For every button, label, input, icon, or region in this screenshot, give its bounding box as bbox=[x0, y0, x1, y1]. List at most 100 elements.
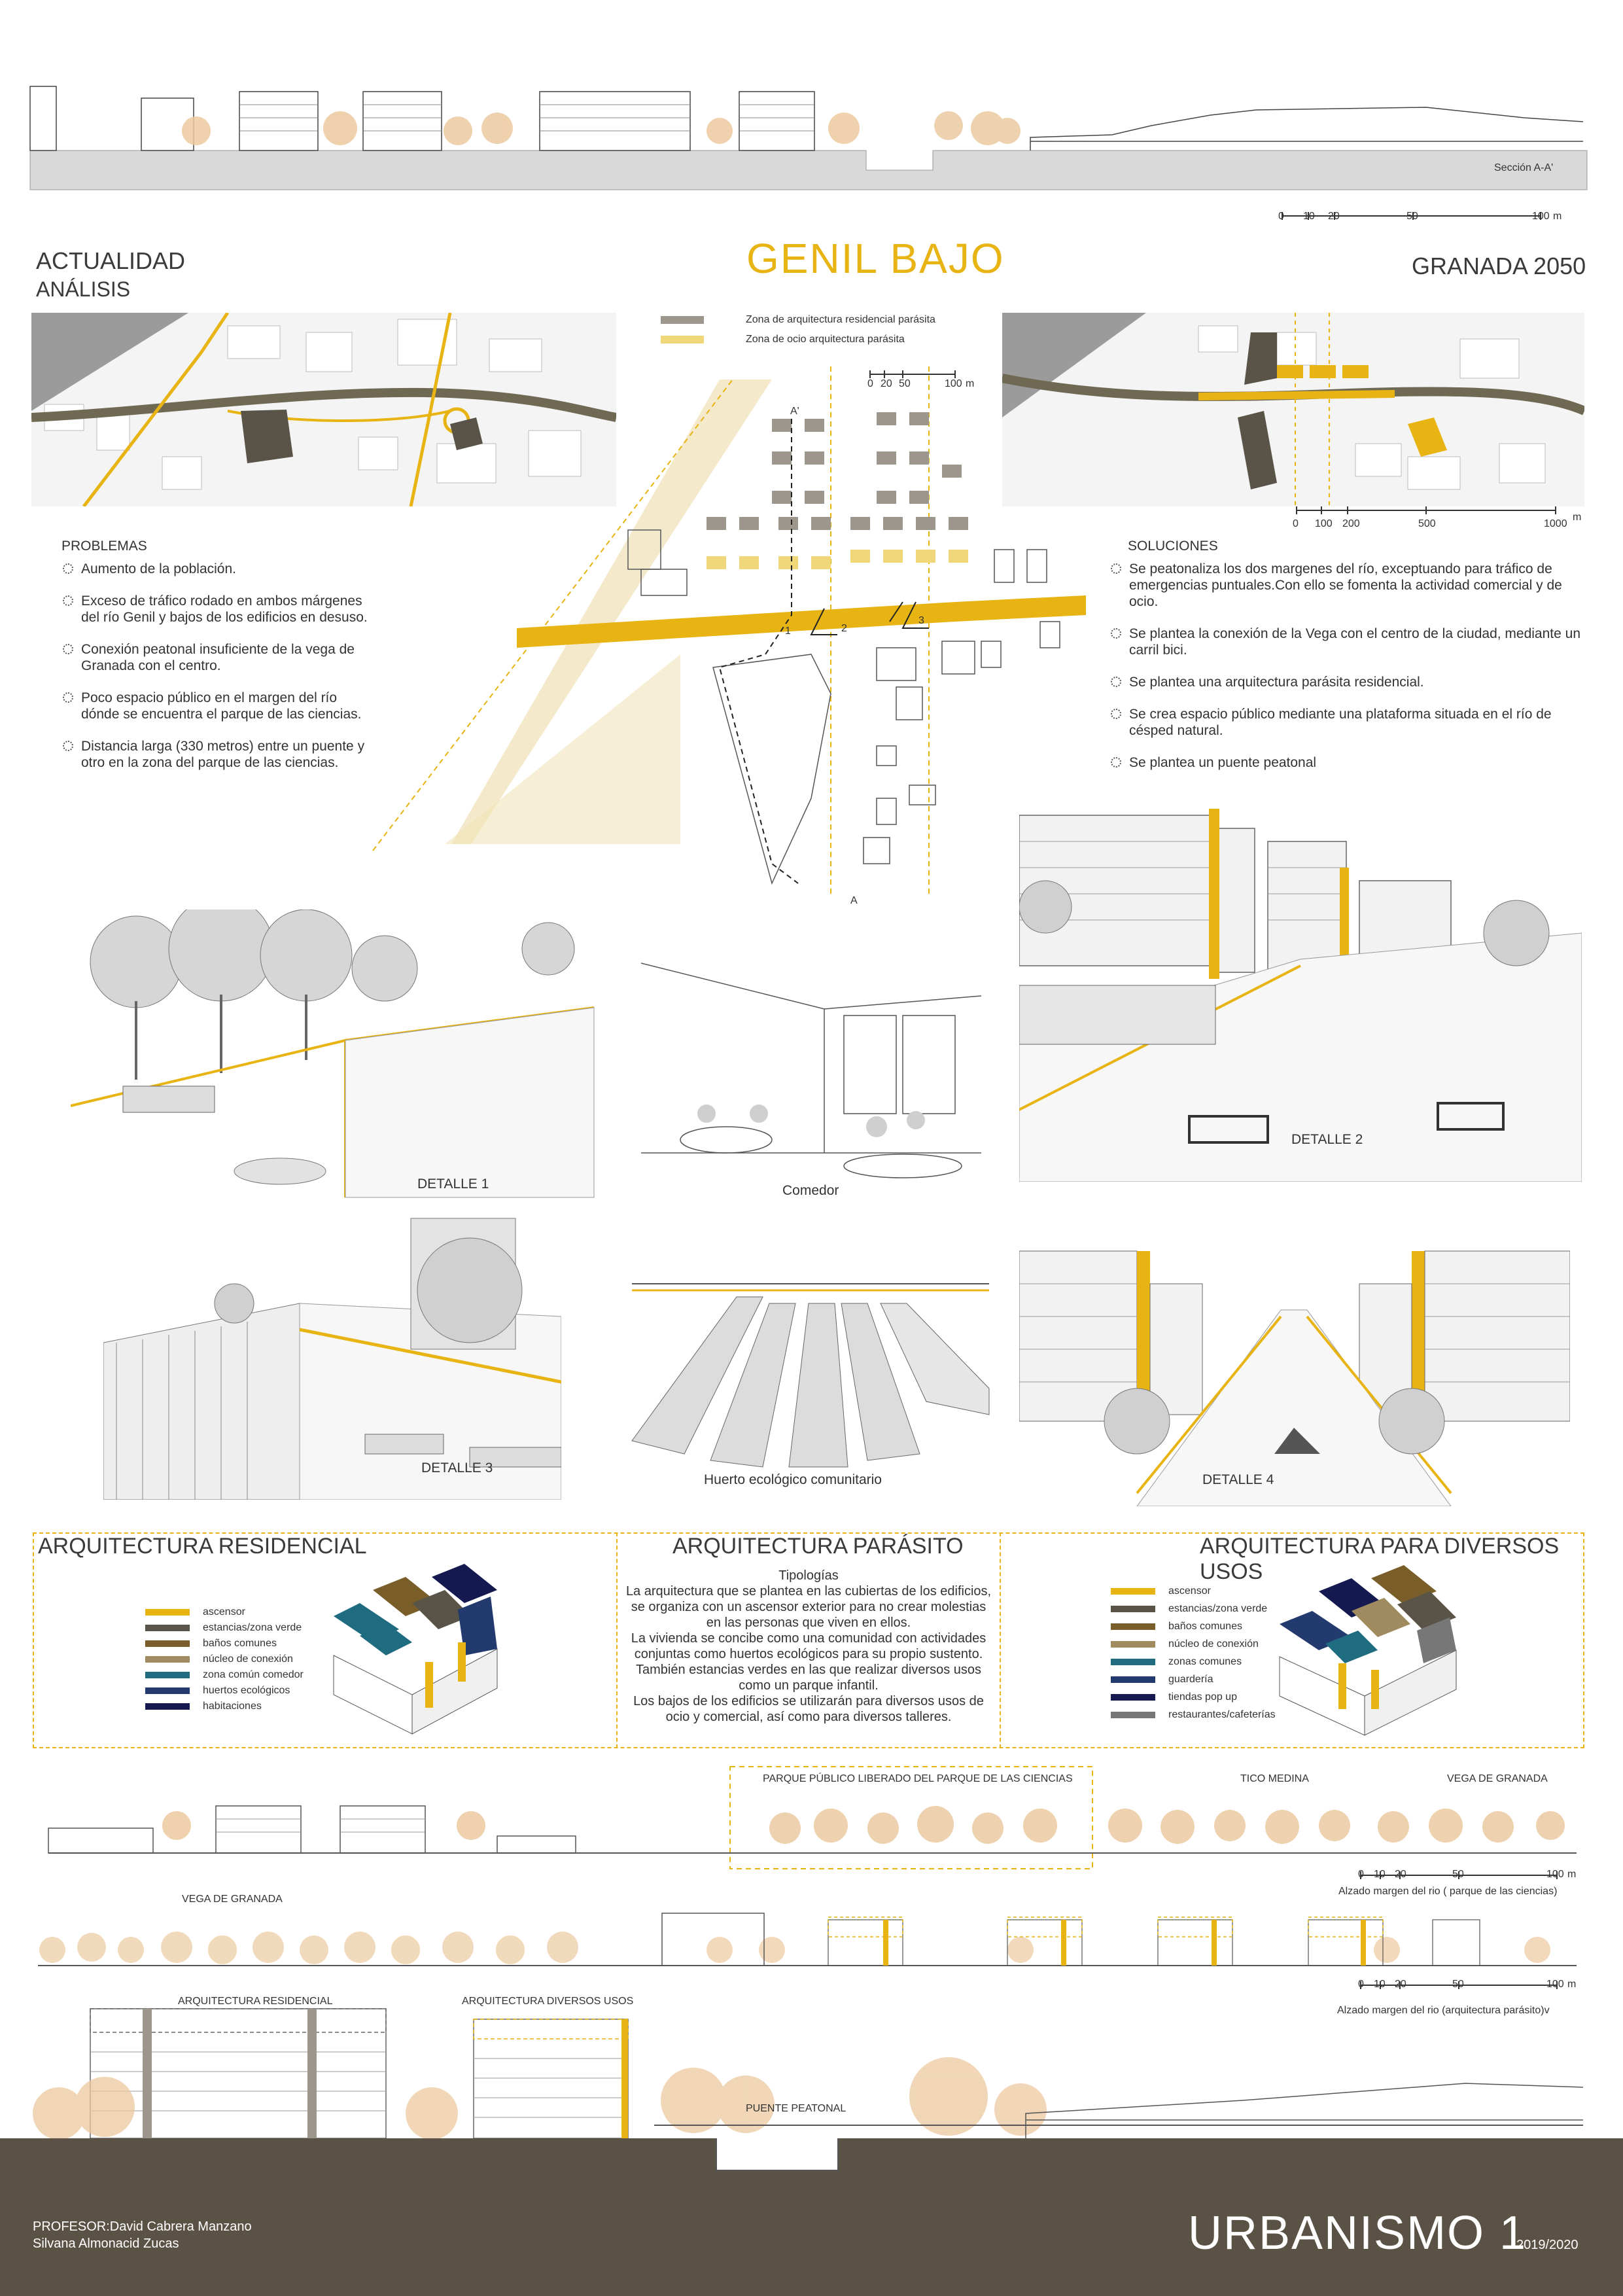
rmap-scale-0: 0 bbox=[1293, 518, 1299, 529]
left-subtitle: ANÁLISIS bbox=[36, 277, 131, 301]
rmap-scale-unit: m bbox=[1573, 512, 1582, 523]
section-label: Sección A-A' bbox=[1494, 162, 1554, 173]
zone-legend: Zona de arquitectura residencial parásit… bbox=[661, 310, 935, 349]
section-a-a: Sección A-A' 0 10 20 50 100 m bbox=[0, 0, 1623, 236]
div-legend-row: estancias/zona verde bbox=[1111, 1600, 1276, 1617]
solution-item: Se plantea una arquitectura parásita res… bbox=[1109, 674, 1580, 690]
scale-0: 0 bbox=[1278, 211, 1284, 222]
plan-scale-unit: m bbox=[966, 378, 975, 389]
map-granada-2050 bbox=[1002, 313, 1584, 506]
div-legend-row: núcleo de conexión bbox=[1111, 1635, 1276, 1653]
caption-huerto: Huerto ecológico comunitario bbox=[704, 1472, 882, 1487]
res-legend-row: zona común comedor bbox=[145, 1667, 304, 1683]
caption-detalle-4: DETALLE 4 bbox=[1202, 1472, 1274, 1487]
res-legend-label: habitaciones bbox=[203, 1701, 262, 1712]
parasito-line: como un parque infantil. bbox=[739, 1678, 879, 1693]
rmap-scale-200: 200 bbox=[1342, 518, 1360, 529]
div-swatch bbox=[1111, 1658, 1155, 1665]
diversos-legend: ascensor estancias/zona verde baños comu… bbox=[1111, 1582, 1276, 1723]
div-legend-label: zonas comunes bbox=[1168, 1655, 1242, 1667]
res-legend-label: zona común comedor bbox=[203, 1669, 304, 1680]
elev2-scale-10: 10 bbox=[1374, 1979, 1386, 1990]
res-swatch bbox=[145, 1625, 190, 1631]
res-legend-label: baños comunes bbox=[203, 1638, 277, 1649]
elevation-parasito-drawing bbox=[38, 1913, 1577, 1989]
parasito-line: conjuntas como huertos ecológicos para s… bbox=[634, 1647, 983, 1661]
problems-title: PROBLEMAS bbox=[61, 539, 147, 554]
footer-year: 2019/2020 bbox=[1516, 2238, 1579, 2252]
problem-item: Poco espacio público en el margen del rí… bbox=[61, 690, 369, 722]
solution-item: Se plantea un puente peatonal bbox=[1109, 754, 1580, 771]
res-swatch bbox=[145, 1609, 190, 1616]
sketch-huerto: Huerto ecológico comunitario bbox=[619, 1258, 1002, 1493]
solution-item: Se plantea la conexión de la Vega con el… bbox=[1109, 626, 1580, 658]
problems: PROBLEMAS Aumento de la población. Exces… bbox=[61, 538, 369, 786]
rmap-scale-1000: 1000 bbox=[1544, 518, 1567, 529]
map-actualidad-drawing bbox=[31, 313, 616, 506]
elevation-parasito: VEGA DE GRANADA 0 10 20 50 100 m Alzado … bbox=[0, 1884, 1623, 2022]
typology-band bbox=[33, 1532, 1584, 1748]
div-legend-label: restaurantes/cafeterías bbox=[1168, 1708, 1276, 1720]
div-legend-label: tiendas pop up bbox=[1168, 1691, 1237, 1703]
res-legend-row: estancias/zona verde bbox=[145, 1620, 304, 1636]
elev2-scale-0: 0 bbox=[1358, 1979, 1364, 1990]
left-title: ACTUALIDAD bbox=[36, 247, 186, 274]
parasito-line: se organiza con un ascensor exterior par… bbox=[631, 1600, 986, 1614]
residencial-title: ARQUITECTURA RESIDENCIAL bbox=[38, 1534, 367, 1559]
scale-50: 50 bbox=[1406, 211, 1418, 222]
bridge-notch bbox=[716, 2138, 839, 2171]
res-legend-label: huertos ecológicos bbox=[203, 1685, 290, 1696]
div-swatch bbox=[1111, 1587, 1155, 1595]
res-legend-row: ascensor bbox=[145, 1604, 304, 1620]
elev1-caption: Alzado margen del rio ( parque de las ci… bbox=[1338, 1886, 1558, 1897]
section-num-2: 2 bbox=[841, 623, 847, 634]
div-legend-row: ascensor bbox=[1111, 1582, 1276, 1600]
res-legend-row: núcleo de conexión bbox=[145, 1651, 304, 1667]
sketch-detalle-4-drawing bbox=[1019, 1250, 1570, 1506]
problem-item: Distancia larga (330 metros) entre un pu… bbox=[61, 738, 369, 771]
res-legend-label: estancias/zona verde bbox=[203, 1622, 302, 1633]
div-legend-label: núcleo de conexión bbox=[1168, 1638, 1259, 1650]
res-swatch bbox=[145, 1687, 190, 1694]
elev2-label-vega: VEGA DE GRANADA bbox=[182, 1894, 283, 1905]
elev2-scale-100: 100 bbox=[1546, 1979, 1564, 1990]
parasito-title: ARQUITECTURA PARÁSITO bbox=[672, 1534, 964, 1559]
elev1-scale-10: 10 bbox=[1374, 1869, 1386, 1880]
residencial-legend: ascensor estancias/zona verde baños comu… bbox=[145, 1604, 304, 1714]
footer-profesor: PROFESOR:David Cabrera Manzano bbox=[33, 2219, 252, 2234]
scale-10: 10 bbox=[1303, 211, 1315, 222]
div-legend-row: zonas comunes bbox=[1111, 1653, 1276, 1670]
problem-item: Exceso de tráfico rodado en ambos márgen… bbox=[61, 593, 369, 626]
parasito-line: También estancias verdes en las que real… bbox=[635, 1663, 982, 1677]
section-mark-bottom: A bbox=[850, 895, 858, 906]
footer-course: URBANISMO 1 bbox=[1188, 2207, 1527, 2259]
solution-item: Se peatonaliza los dos margenes del río,… bbox=[1109, 561, 1580, 610]
div-swatch bbox=[1111, 1640, 1155, 1648]
right-title: GRANADA 2050 bbox=[1412, 253, 1586, 279]
elev1-label-vega: VEGA DE GRANADA bbox=[1447, 1773, 1548, 1784]
rmap-scale-100: 100 bbox=[1315, 518, 1333, 529]
elev2-scale-20: 20 bbox=[1395, 1979, 1406, 1990]
sketch-detalle-3: DETALLE 3 bbox=[103, 1212, 561, 1500]
sketch-comedor: Comedor bbox=[628, 957, 981, 1205]
problem-item: Conexión peatonal insuficiente de la veg… bbox=[61, 641, 369, 674]
elevation-detail: ARQUITECTURA RESIDENCIAL ARQUITECTURA DI… bbox=[0, 1989, 1623, 2138]
scale-20: 20 bbox=[1328, 211, 1340, 222]
elev3-label-puente: PUENTE PEATONAL bbox=[746, 2103, 846, 2114]
caption-detalle-3: DETALLE 3 bbox=[421, 1460, 493, 1475]
elev3-label-diversos: ARQUITECTURA DIVERSOS USOS bbox=[462, 1996, 634, 2007]
sketch-huerto-drawing bbox=[631, 1283, 990, 1468]
elev1-scale-0: 0 bbox=[1358, 1869, 1364, 1880]
map-granada-2050-drawing bbox=[1002, 313, 1584, 506]
plan-scale-20: 20 bbox=[881, 378, 892, 389]
parasito-line: ocio y comercial, así como para diversos… bbox=[665, 1710, 952, 1724]
parasito-text: Tipologías La arquitectura que se plante… bbox=[619, 1568, 998, 1725]
sketch-detalle-1-drawing bbox=[71, 910, 595, 1198]
parasito-line: La arquitectura que se plantea en las cu… bbox=[625, 1584, 992, 1598]
sketch-detalle-2: DETALLE 2 bbox=[1019, 802, 1582, 1182]
caption-detalle-2: DETALLE 2 bbox=[1291, 1132, 1363, 1147]
site-plan: 0 20 50 100 m A' A 1 2 3 bbox=[353, 340, 1092, 910]
page-title: GENIL BAJO bbox=[746, 235, 1005, 282]
solutions: SOLUCIONES Se peatonaliza los dos margen… bbox=[1109, 538, 1580, 786]
map-actualidad bbox=[31, 313, 616, 506]
